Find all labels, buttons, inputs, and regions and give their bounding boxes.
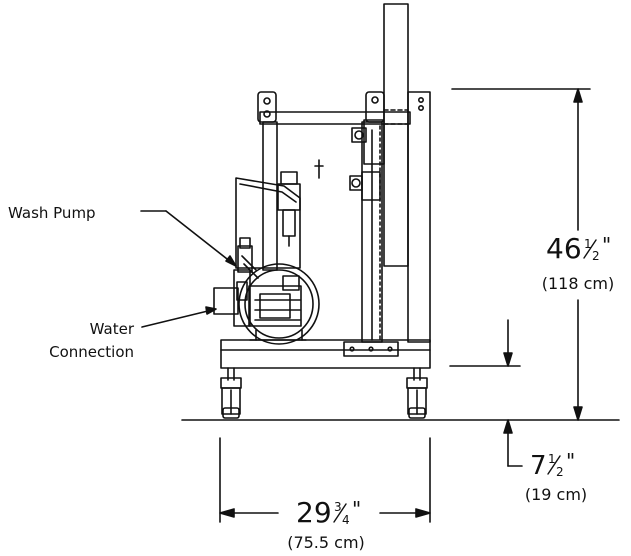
water-label: Water: [90, 320, 135, 338]
base-whole: 7: [530, 451, 547, 481]
machine-frame: [220, 3, 431, 419]
base-unit: ": [566, 449, 575, 473]
base-frac-num: 1: [548, 452, 556, 466]
base-metric: (19 cm): [525, 485, 587, 504]
height-frac-den: 2: [592, 249, 600, 263]
height-dimension-label: 46 1 2 " (118 cm): [542, 232, 615, 293]
wash-pump-label: Wash Pump: [8, 204, 96, 222]
water-connection-leader: [141, 306, 217, 328]
height-metric: (118 cm): [542, 274, 615, 293]
wash-pump-leader: [140, 210, 237, 267]
caster-left: [220, 367, 242, 419]
height-dimension-lines: [449, 88, 591, 421]
height-frac-num: 1: [584, 237, 592, 251]
base-dimension-lines: [503, 419, 523, 467]
height-unit: ": [602, 233, 611, 257]
width-unit: ": [352, 497, 361, 521]
connection-label: Connection: [49, 343, 134, 361]
base-frac-den: 2: [556, 465, 564, 479]
height-whole: 46: [546, 232, 582, 265]
wash-pump-assembly: [213, 237, 320, 345]
width-frac-num: 3: [334, 500, 342, 514]
base-dimension-label: 7 1 2 " (19 cm): [525, 449, 587, 504]
caster-right: [406, 367, 428, 419]
width-dimension-label: 29 3 4 " (75.5 cm): [287, 496, 365, 552]
width-frac-den: 4: [342, 513, 350, 527]
width-metric: (75.5 cm): [287, 533, 365, 552]
width-dimension-lines: [219, 437, 431, 523]
width-whole: 29: [296, 496, 332, 529]
